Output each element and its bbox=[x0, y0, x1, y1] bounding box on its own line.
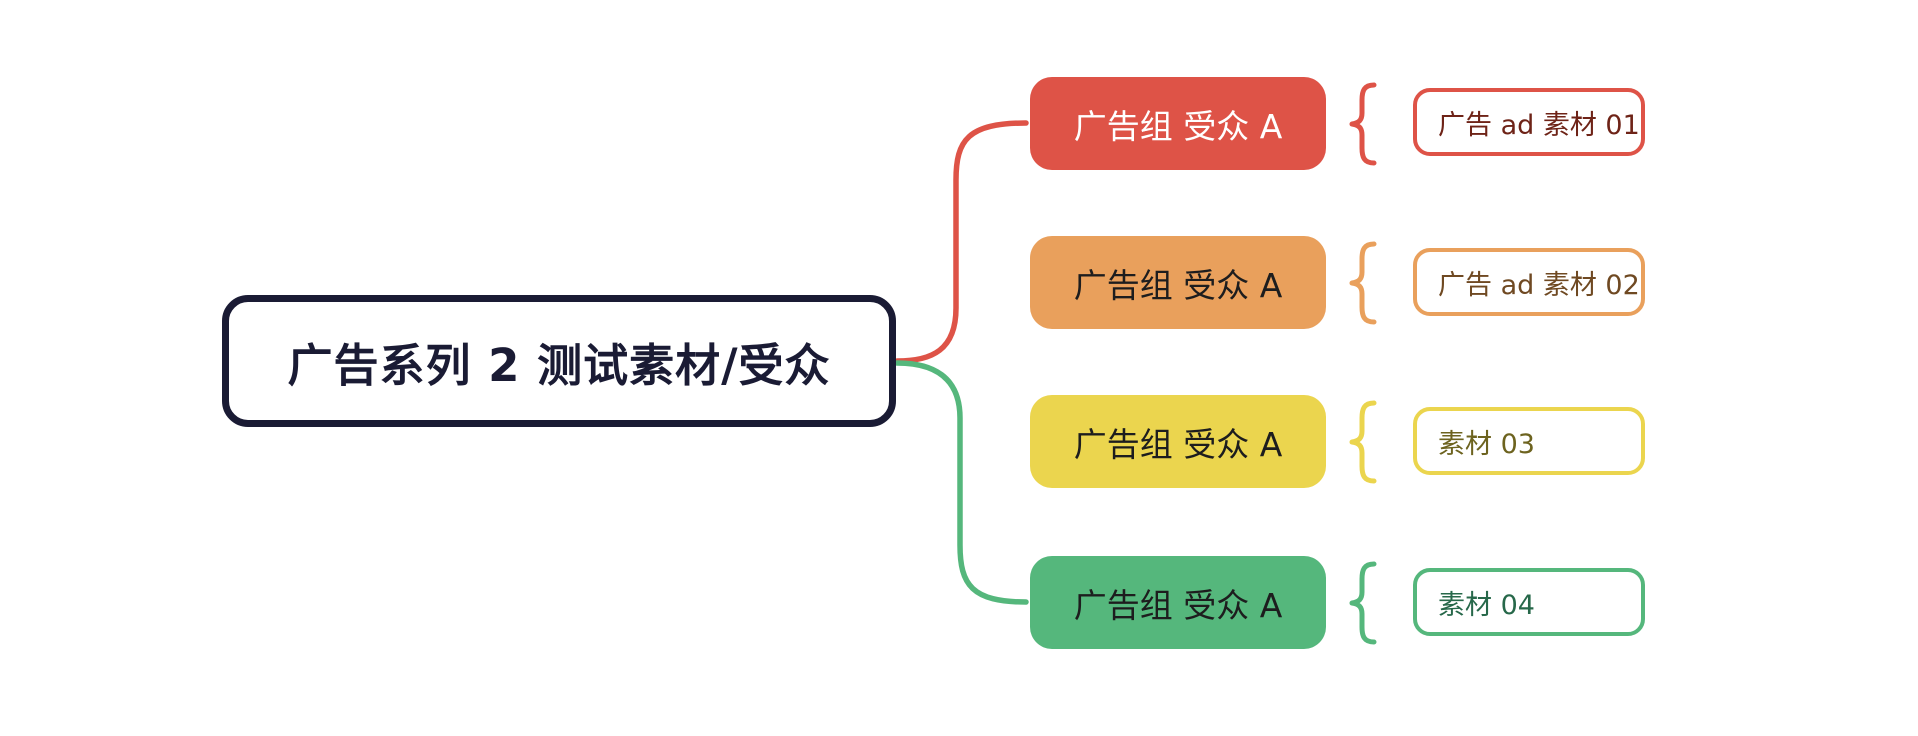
group-node-label: 广告组 受众 A bbox=[1073, 424, 1283, 464]
connector-up-curve bbox=[894, 120, 1029, 364]
leaf-node-creative-02[interactable]: 广告 ad 素材 02 bbox=[1413, 248, 1645, 316]
group-node-audience-a-4[interactable]: 广告组 受众 A bbox=[1030, 556, 1326, 649]
root-node-label: 广告系列 2 测试素材/受众 bbox=[287, 338, 831, 392]
leaf-node-creative-04[interactable]: 素材 04 bbox=[1413, 568, 1645, 636]
curly-brace-icon bbox=[1349, 400, 1377, 484]
group-node-label: 广告组 受众 A bbox=[1073, 265, 1283, 305]
curly-brace-icon bbox=[1349, 561, 1377, 645]
group-node-audience-a-3[interactable]: 广告组 受众 A bbox=[1030, 395, 1326, 488]
leaf-node-label: 广告 ad 素材 02 bbox=[1438, 269, 1640, 301]
leaf-node-label: 素材 04 bbox=[1438, 589, 1535, 621]
leaf-node-label: 广告 ad 素材 01 bbox=[1438, 109, 1640, 141]
group-node-audience-a-1[interactable]: 广告组 受众 A bbox=[1030, 77, 1326, 170]
root-node[interactable]: 广告系列 2 测试素材/受众 bbox=[222, 295, 896, 427]
group-node-label: 广告组 受众 A bbox=[1073, 585, 1283, 625]
connector-down-curve bbox=[894, 360, 1029, 605]
leaf-node-creative-01[interactable]: 广告 ad 素材 01 bbox=[1413, 88, 1645, 156]
leaf-node-creative-03[interactable]: 素材 03 bbox=[1413, 407, 1645, 475]
curly-brace-icon bbox=[1349, 241, 1377, 325]
leaf-node-label: 素材 03 bbox=[1438, 428, 1535, 460]
group-node-audience-a-2[interactable]: 广告组 受众 A bbox=[1030, 236, 1326, 329]
group-node-label: 广告组 受众 A bbox=[1073, 106, 1283, 146]
curly-brace-icon bbox=[1349, 82, 1377, 166]
